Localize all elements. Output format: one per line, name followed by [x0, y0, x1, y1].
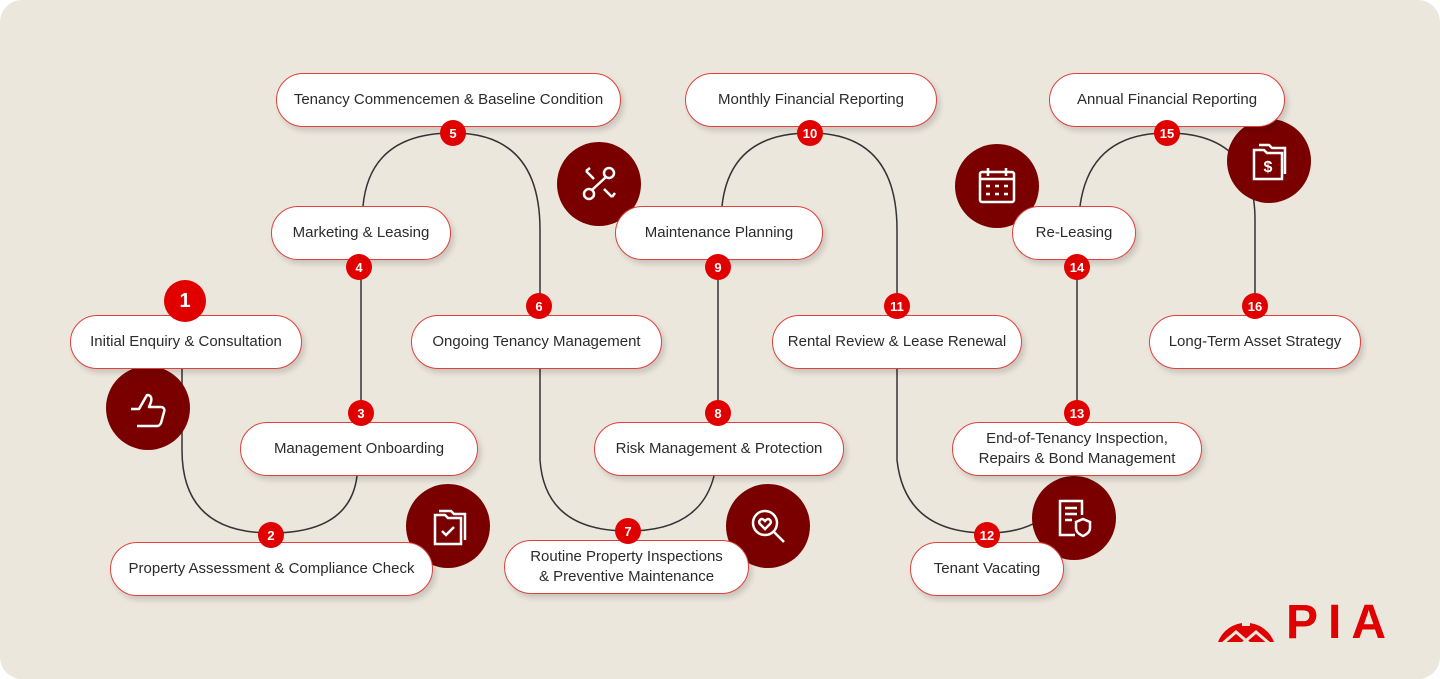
step-14-badge: 14 [1064, 254, 1090, 280]
step-label: Property Assessment & Compliance Check [128, 560, 415, 577]
step-label: Rental Review & Lease Renewal [787, 333, 1007, 350]
step-label: Ongoing Tenancy Management [432, 333, 641, 350]
step-5-pill: Tenancy Commencemen & Baseline Condition [276, 73, 621, 127]
svg-text:$: $ [1264, 159, 1273, 176]
step-14-pill: Re-Leasing [1012, 206, 1136, 260]
house-logo-icon [1214, 603, 1278, 645]
step-12-badge: 12 [974, 522, 1000, 548]
step-label: Re-Leasing [1035, 224, 1113, 241]
step-15-pill: Annual Financial Reporting [1049, 73, 1285, 127]
step-3-pill: Management Onboarding [240, 422, 478, 476]
step-10-pill: Monthly Financial Reporting [685, 73, 937, 127]
step-16-pill: Long-Term Asset Strategy [1149, 315, 1361, 369]
step-16-badge: 16 [1242, 293, 1268, 319]
step-label: Management Onboarding [273, 440, 445, 457]
step-11-badge: 11 [884, 293, 910, 319]
step-label: Risk Management & Protection [615, 440, 823, 457]
thumbs-up-icon [106, 366, 190, 450]
step-6-pill: Ongoing Tenancy Management [411, 315, 662, 369]
step-11-pill: Rental Review & Lease Renewal [772, 315, 1022, 369]
step-2-badge: 2 [258, 522, 284, 548]
step-2-pill: Property Assessment & Compliance Check [110, 542, 433, 596]
step-4-badge: 4 [346, 254, 372, 280]
step-label: End-of-Tenancy Inspection, Repairs & Bon… [978, 430, 1176, 467]
step-10-badge: 10 [797, 120, 823, 146]
logo-text: PIA [1286, 596, 1397, 649]
connector-11-12 [896, 369, 1041, 534]
step-label: Monthly Financial Reporting [718, 91, 904, 108]
step-label: Tenancy Commencemen & Baseline Condition [293, 91, 604, 108]
step-12-pill: Tenant Vacating [910, 542, 1064, 596]
step-6-badge: 6 [526, 293, 552, 319]
step-label: Long-Term Asset Strategy [1168, 333, 1342, 350]
step-9-pill: Maintenance Planning [615, 206, 823, 260]
step-1-badge: 1 [164, 280, 206, 322]
step-15-badge: 15 [1154, 120, 1180, 146]
step-8-badge: 8 [705, 400, 731, 426]
step-7-badge: 7 [615, 518, 641, 544]
step-13-badge: 13 [1064, 400, 1090, 426]
step-7-pill: Routine Property Inspections & Preventiv… [504, 540, 749, 594]
step-label: Routine Property Inspections & Preventiv… [530, 548, 723, 585]
step-5-badge: 5 [440, 120, 466, 146]
step-label: Annual Financial Reporting [1076, 91, 1258, 108]
pia-logo: PIA [1214, 595, 1396, 650]
step-4-pill: Marketing & Leasing [271, 206, 451, 260]
step-label: Maintenance Planning [644, 224, 794, 241]
step-9-badge: 9 [705, 254, 731, 280]
step-13-pill: End-of-Tenancy Inspection, Repairs & Bon… [952, 422, 1202, 476]
dollar-folder-icon: $ [1227, 119, 1311, 203]
step-1-pill: Initial Enquiry & Consultation [70, 315, 302, 369]
step-label: Initial Enquiry & Consultation [90, 333, 282, 350]
step-3-badge: 3 [348, 400, 374, 426]
step-label: Tenant Vacating [933, 560, 1041, 577]
step-label: Marketing & Leasing [292, 224, 430, 241]
step-8-pill: Risk Management & Protection [594, 422, 844, 476]
